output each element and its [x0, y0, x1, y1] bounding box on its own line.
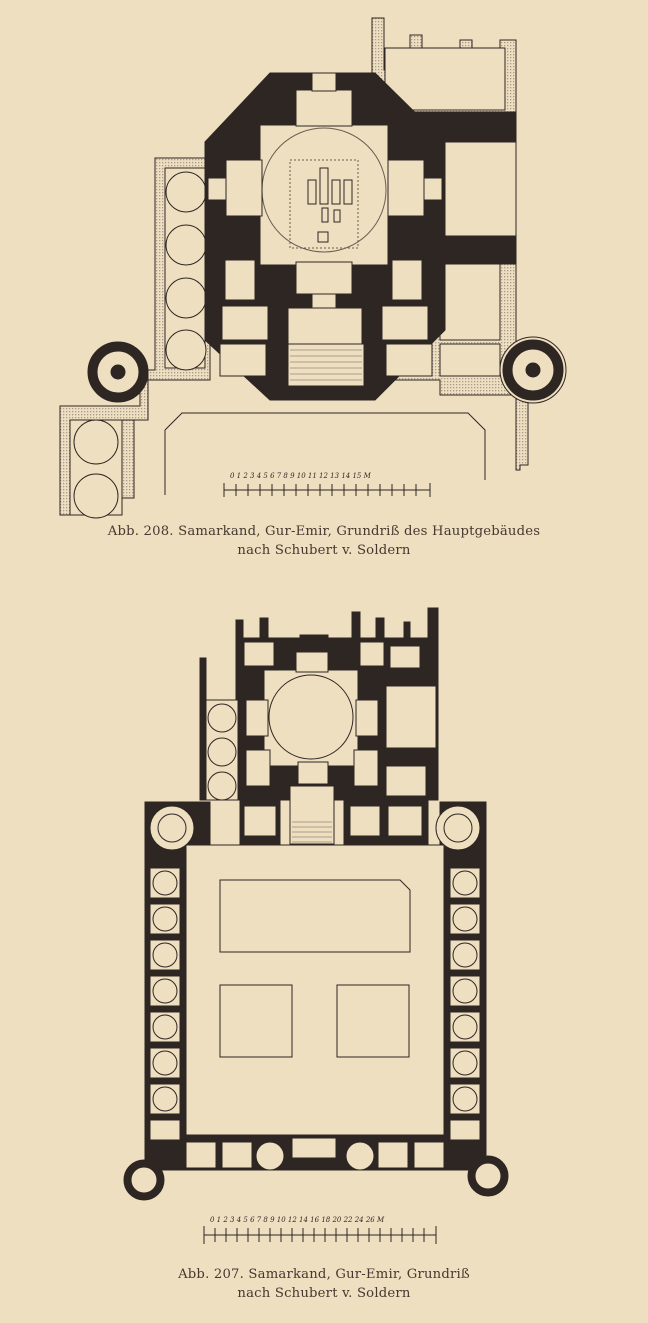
caption-line-2: nach Schubert v. Soldern	[237, 543, 411, 558]
caption-line-2: nach Schubert v. Soldern	[237, 1286, 411, 1301]
figure-caption-208: Abb. 208. Samarkand, Gur-Emir, Grundriß …	[0, 522, 648, 560]
figure-caption-207: Abb. 207. Samarkand, Gur-Emir, Grundriß …	[0, 1265, 648, 1303]
caption-line-1: Abb. 207. Samarkand, Gur-Emir, Grundriß	[178, 1267, 470, 1282]
scale-labels-208: 0 1 2 3 4 5 6 7 8 9 10 11 12 13 14 15 M	[230, 472, 372, 480]
caption-line-1: Abb. 208. Samarkand, Gur-Emir, Grundriß …	[107, 524, 541, 539]
floor-plan-207: 0 1 2 3 4 5 6 7 8 9 10 12 14 16 18 20 22…	[123, 607, 509, 1244]
scale-labels-207: 0 1 2 3 4 5 6 7 8 9 10 12 14 16 18 20 22…	[210, 1216, 385, 1224]
floor-plan-208: 0 1 2 3 4 5 6 7 8 9 10 11 12 13 14 15 M	[59, 17, 567, 519]
